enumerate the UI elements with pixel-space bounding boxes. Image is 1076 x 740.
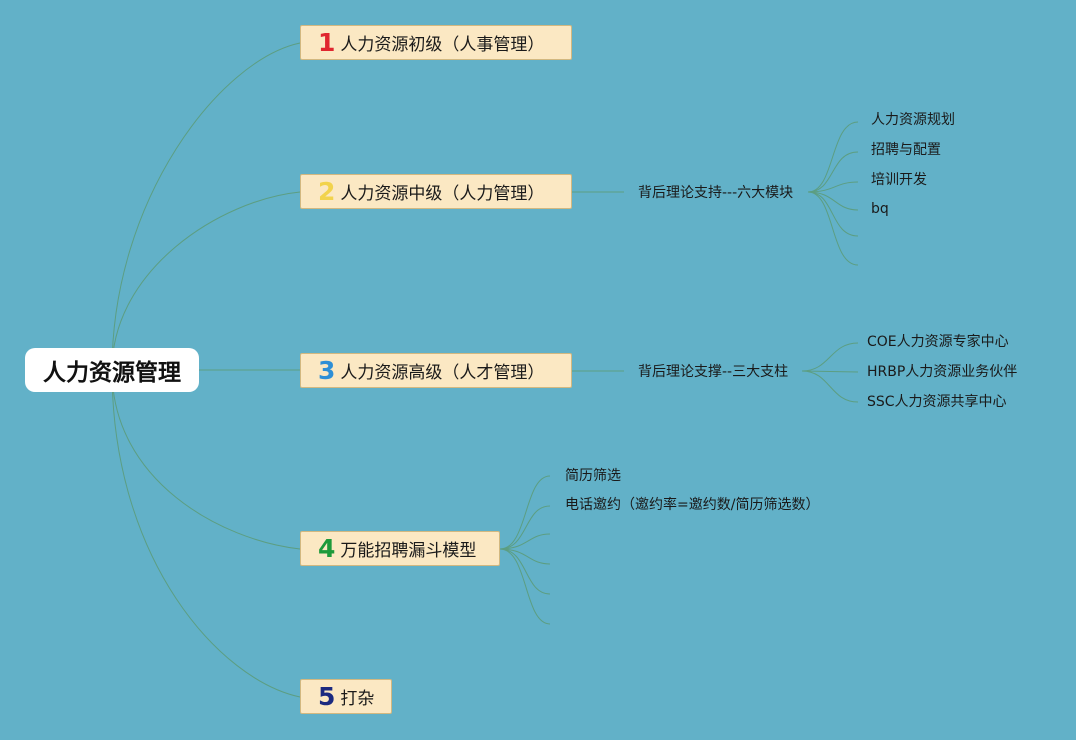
branch-number-2: 2 [318, 177, 336, 206]
link-six-modules-leaf-5 [807, 191, 859, 237]
branch-node-1[interactable]: 1 人力资源初级（人事管理） [300, 25, 572, 60]
branch-node-5[interactable]: 5 打杂 [300, 679, 392, 714]
root-node[interactable]: 人力资源管理 [25, 348, 199, 392]
leaf-six-modules-4[interactable]: bq [871, 201, 889, 217]
branch-label-4: 万能招聘漏斗模型 [340, 541, 477, 561]
leaf-pillars-1[interactable]: COE人力资源专家中心 [867, 334, 1009, 350]
branch-node-4[interactable]: 4 万能招聘漏斗模型 [300, 531, 500, 566]
branch-label-1: 人力资源初级（人事管理） [340, 35, 545, 55]
leaf-funnel-2[interactable]: 电话邀约（邀约率=邀约数/简历筛选数） [565, 497, 820, 513]
subtopic-six-modules[interactable]: 背后理论支持---六大模块 [638, 185, 794, 201]
link-funnel-leaf-4 [499, 548, 551, 565]
branch-node-3[interactable]: 3 人力资源高级（人才管理） [300, 353, 572, 388]
link-funnel-leaf-3 [499, 533, 551, 550]
leaf-six-modules-1[interactable]: 人力资源规划 [871, 112, 955, 128]
leaf-pillars-3[interactable]: SSC人力资源共享中心 [867, 394, 1007, 410]
link-six-modules-leaf-6 [807, 191, 859, 266]
branch-label-2: 人力资源中级（人力管理） [340, 184, 545, 204]
link-root-branch-4 [111, 369, 301, 550]
branch-label-5: 打杂 [340, 689, 375, 709]
branch-number-1: 1 [318, 28, 336, 57]
link-funnel-leaf-1 [499, 475, 551, 550]
leaf-pillars-2[interactable]: HRBP人力资源业务伙伴 [867, 364, 1018, 380]
subtopic-three-pillars[interactable]: 背后理论支撑--三大支柱 [638, 364, 789, 380]
link-pillars-leaf-2 [801, 370, 859, 373]
branch-label-3: 人力资源高级（人才管理） [340, 363, 545, 383]
root-label: 人力资源管理 [43, 360, 181, 386]
leaf-six-modules-2[interactable]: 招聘与配置 [871, 142, 941, 158]
branch-node-2[interactable]: 2 人力资源中级（人力管理） [300, 174, 572, 209]
link-six-modules-leaf-2 [807, 151, 859, 193]
link-root-branch-5 [111, 369, 301, 698]
branch-number-5: 5 [318, 682, 336, 711]
branch-number-4: 4 [318, 534, 336, 563]
branch-number-3: 3 [318, 356, 336, 385]
link-root-branch-1 [111, 42, 301, 371]
link-root-branch-2 [111, 191, 301, 371]
link-pillars-leaf-1 [801, 342, 859, 372]
link-six-modules-leaf-3 [807, 181, 859, 193]
link-six-modules-leaf-1 [807, 121, 859, 193]
link-funnel-leaf-2 [499, 505, 551, 550]
link-funnel-leaf-5 [499, 548, 551, 595]
leaf-six-modules-3[interactable]: 培训开发 [871, 172, 927, 188]
leaf-funnel-1[interactable]: 简历筛选 [565, 468, 621, 484]
link-funnel-leaf-6 [499, 548, 551, 625]
link-pillars-leaf-3 [801, 370, 859, 403]
link-six-modules-leaf-4 [807, 191, 859, 211]
